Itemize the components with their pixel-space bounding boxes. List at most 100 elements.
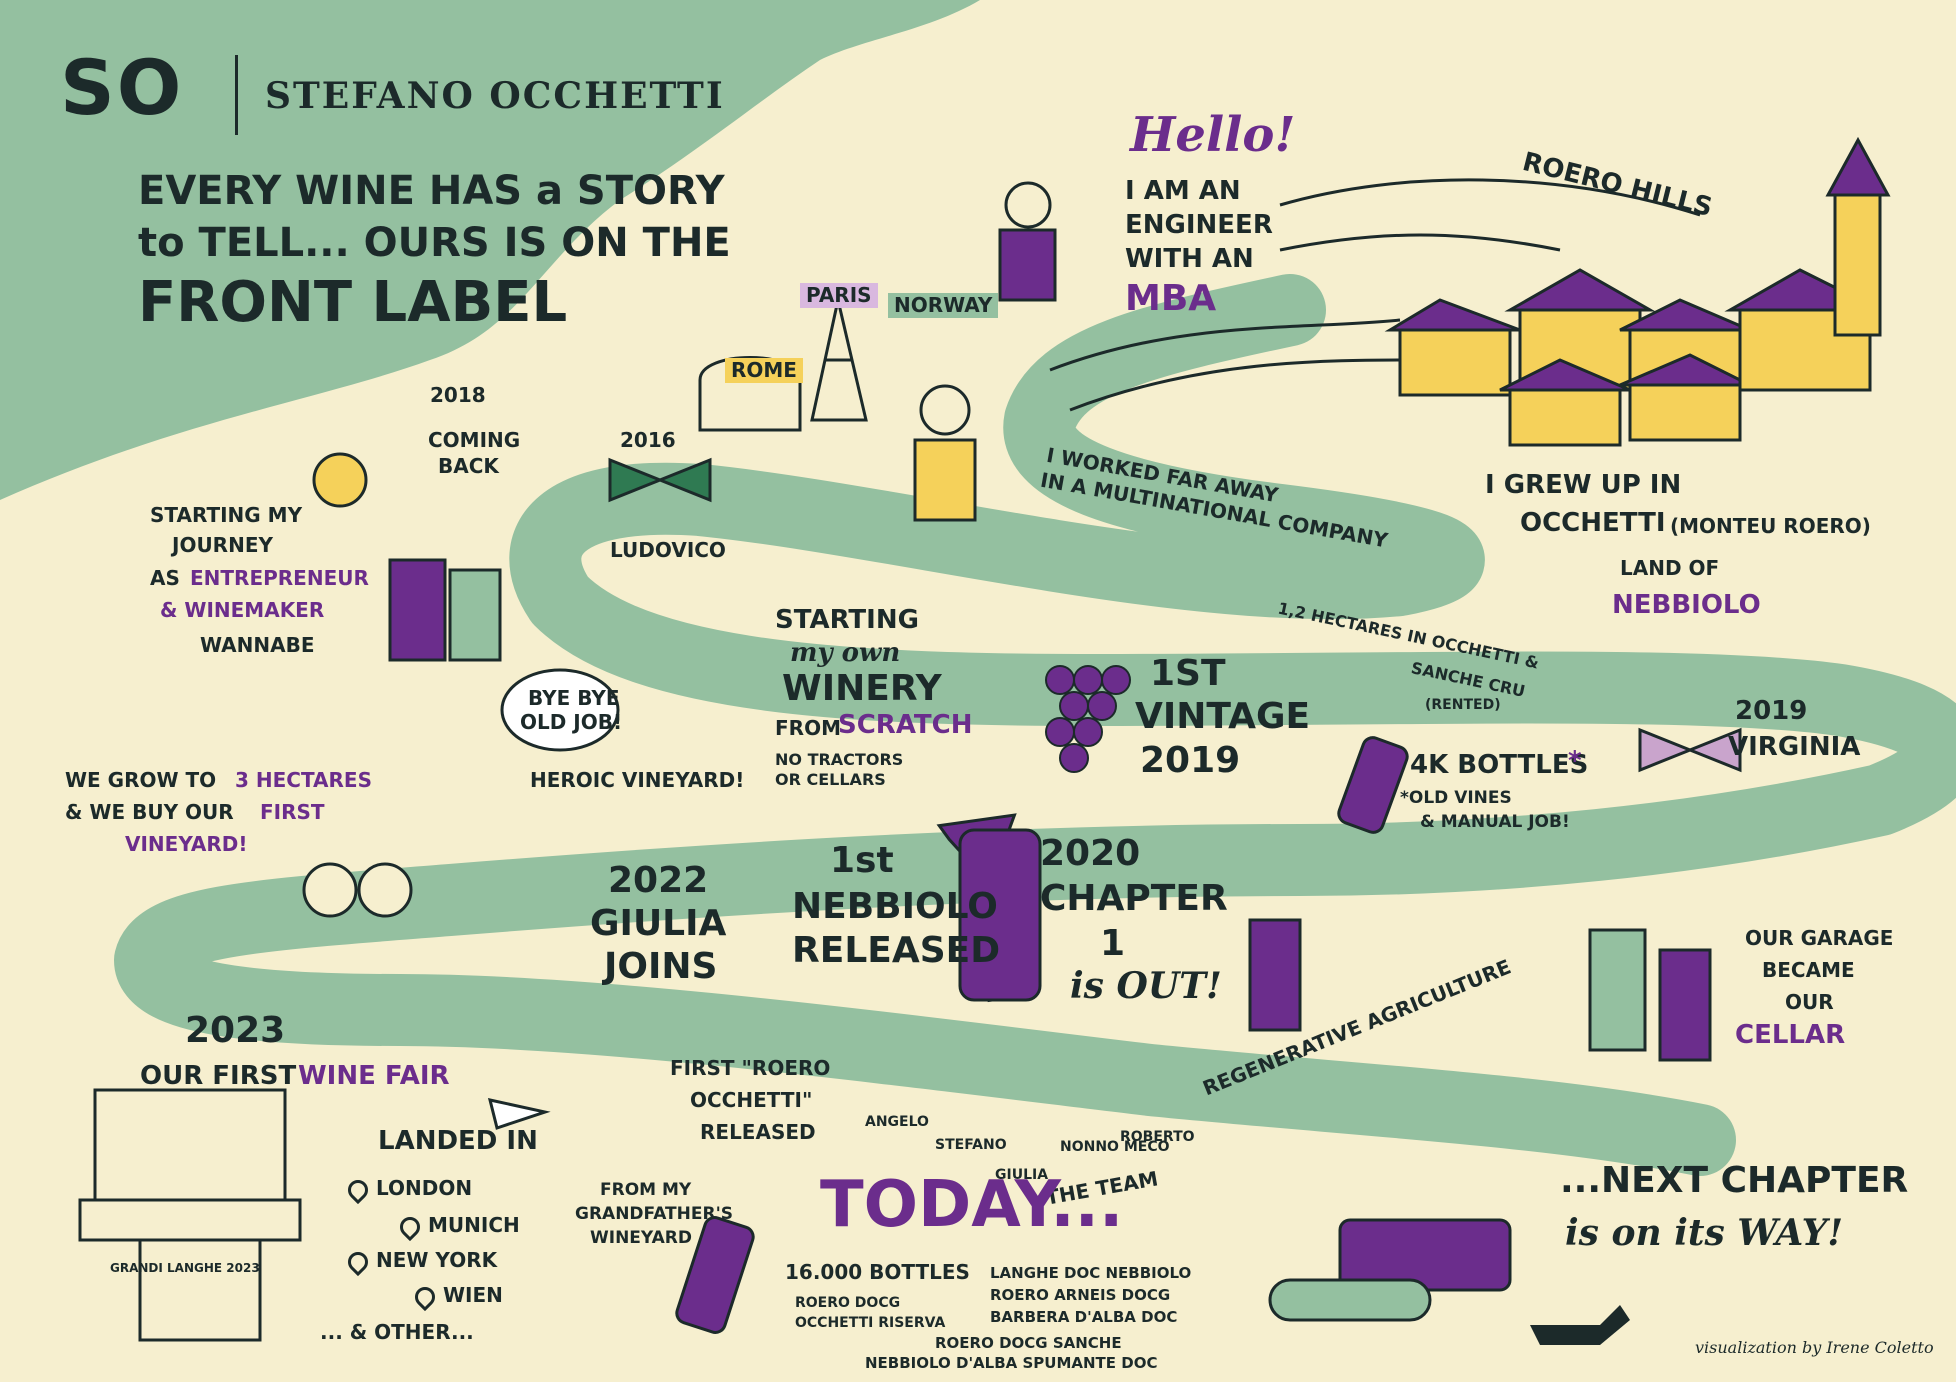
- team-member-roberto: ROBERTO: [1120, 1129, 1195, 1145]
- place-norway: NORWAY: [888, 293, 999, 318]
- y2023-our-first: OUR FIRST: [140, 1061, 297, 1091]
- winery-scratch: SCRATCH: [838, 710, 973, 740]
- winery-line-3: WINERY: [782, 668, 942, 709]
- winding-road: [114, 274, 1956, 1176]
- city-munich: MUNICH: [395, 1212, 520, 1241]
- journey-line-2: JOURNEY: [172, 533, 273, 557]
- lightbulb: [312, 452, 368, 508]
- headline-line-3: FRONT LABEL: [138, 270, 568, 335]
- map-pin-icon: [395, 1212, 425, 1241]
- map-pin-icon: [343, 1247, 373, 1276]
- cities-other: ... & OTHER...: [320, 1320, 474, 1344]
- winery-note-1: NO TRACTORS: [775, 750, 904, 769]
- today-bottles: 16.000 BOTTLES: [785, 1260, 970, 1284]
- village-houses: [1384, 136, 1891, 447]
- city-wien: WIEN: [410, 1282, 503, 1311]
- bottles-4k: 4K BOTTLES: [1410, 750, 1589, 780]
- dog: [1530, 1305, 1630, 1345]
- y2020-line-4: is OUT!: [1070, 965, 1222, 1007]
- paper-plane: [487, 1098, 551, 1130]
- wine-right-2: ROERO ARNEIS DOCG: [990, 1286, 1171, 1304]
- grandfather-2: GRANDFATHER'S: [575, 1204, 734, 1224]
- first-roero-2: OCCHETTI": [690, 1088, 813, 1112]
- hello-greeting: Hello!: [1130, 107, 1296, 163]
- brand-logo: SO: [60, 43, 184, 132]
- grow-vineyard: VINEYARD!: [125, 832, 248, 856]
- virginia-label: VIRGINIA: [1728, 732, 1861, 762]
- grow-hectares: 3 HECTARES: [235, 768, 372, 792]
- byebye-line-1: BYE BYE: [528, 686, 620, 710]
- winery-line-2: my own: [790, 638, 901, 668]
- y2022-line-1: 2022: [608, 860, 709, 901]
- map-pin-icon: [410, 1282, 440, 1311]
- year-2016: 2016: [620, 428, 676, 452]
- booth-sign: GRANDI LANGHE 2023: [110, 1261, 260, 1275]
- year-2019: 2019: [1735, 696, 1808, 726]
- first-roero-1: FIRST "ROERO: [670, 1056, 831, 1080]
- journey-entrepreneur: ENTREPRENEUR: [190, 566, 369, 590]
- team-member-giulia: GIULIA: [995, 1167, 1049, 1183]
- byebye-line-2: OLD JOB!: [520, 710, 623, 734]
- nebbiolo-release-1: 1st: [830, 840, 894, 881]
- grandfather-3: WINEYARD: [590, 1228, 692, 1248]
- garage-cellar: CELLAR: [1735, 1020, 1846, 1050]
- green-wash: [0, 0, 980, 500]
- brand-name: STEFANO OCCHETTI: [265, 75, 725, 117]
- winery-from: FROM: [775, 716, 841, 740]
- land-of: LAND OF: [1620, 556, 1720, 580]
- hello-mba: MBA: [1125, 278, 1217, 319]
- map-pin-icon: [343, 1175, 373, 1204]
- hectares-note-1: *OLD VINES: [1400, 788, 1512, 808]
- grew-up-paren: (MONTEU ROERO): [1670, 514, 1871, 538]
- grow-line-2: & WE BUY OUR: [65, 800, 234, 824]
- vintage-line-1: 1ST: [1150, 653, 1226, 694]
- nebbiolo-release-2: NEBBIOLO: [792, 886, 998, 927]
- team-member-stefano: STEFANO: [935, 1137, 1007, 1153]
- vintage-line-2: VINTAGE: [1135, 696, 1311, 737]
- speech-bubble: [500, 668, 620, 752]
- place-rome: ROME: [725, 358, 803, 383]
- team-member-angelo: ANGELO: [865, 1114, 929, 1130]
- wine-right-1: LANGHE DOC NEBBIOLO: [990, 1264, 1192, 1282]
- city-name: LONDON: [376, 1176, 473, 1200]
- grape-bunch: [1045, 665, 1131, 773]
- journey-wannabe: WANNABE: [200, 633, 315, 657]
- wine-left-1: ROERO DOCG: [795, 1295, 901, 1311]
- y2023-year: 2023: [185, 1010, 286, 1051]
- winery-line-1: STARTING: [775, 605, 919, 635]
- journey-line-1: STARTING my: [150, 503, 303, 527]
- hello-line-3: WITH AN: [1125, 244, 1254, 274]
- ribbon-bows: [608, 457, 1742, 773]
- today-title: TODAY...: [820, 1168, 1124, 1242]
- place-paris: PARIS: [800, 283, 878, 308]
- y2023-wine-fair: WINE FAIR: [298, 1061, 450, 1091]
- grandfather-1: FROM MY: [600, 1180, 692, 1200]
- winery-note-2: OR CELLARS: [775, 770, 886, 789]
- ludovico-label: LUDOVICO: [610, 538, 726, 562]
- garage-line-2: BECAME: [1762, 958, 1855, 982]
- bottles-star: *: [1568, 746, 1582, 776]
- grew-up-line-2: OCCHETTI: [1520, 508, 1666, 538]
- garage-line-1: OUR GARAGE: [1745, 926, 1894, 950]
- wine-right-3: BARBERA D'ALBA DOC: [990, 1308, 1178, 1326]
- team-member-nonno-meco: NONNO MECO: [1060, 1139, 1170, 1155]
- city-name: MUNICH: [428, 1213, 520, 1237]
- hectares-note-2: & MANUAL JOB!: [1420, 812, 1570, 832]
- headline-line-1: EVERY WINE HAS a STORY: [138, 168, 725, 214]
- wine-bottom-1: ROERO DOCG SANCHE: [935, 1334, 1122, 1352]
- y2022-line-2: GIULIA: [590, 903, 727, 944]
- y2020-line-1: 2020: [1040, 833, 1141, 874]
- first-roero-3: RELEASED: [700, 1120, 816, 1144]
- y2022-line-3: JOINS: [604, 946, 718, 987]
- nebbiolo-label: NEBBIOLO: [1612, 590, 1761, 620]
- heroic-vineyard: HEROIC VINEYARD!: [530, 768, 745, 792]
- year-2018: 2018: [430, 383, 486, 407]
- next-chapter-2: is on its WAY!: [1565, 1212, 1844, 1254]
- tractor: [1268, 1218, 1512, 1322]
- wine-bottom-2: NEBBIOLO D'ALBA SPUMANTE DOC: [865, 1354, 1158, 1372]
- y2020-line-3: 1: [1100, 923, 1126, 964]
- nebbiolo-release-3: RELEASED: [792, 930, 1001, 971]
- wine-fair-booth: [78, 1088, 302, 1342]
- journey-as: AS: [150, 566, 180, 590]
